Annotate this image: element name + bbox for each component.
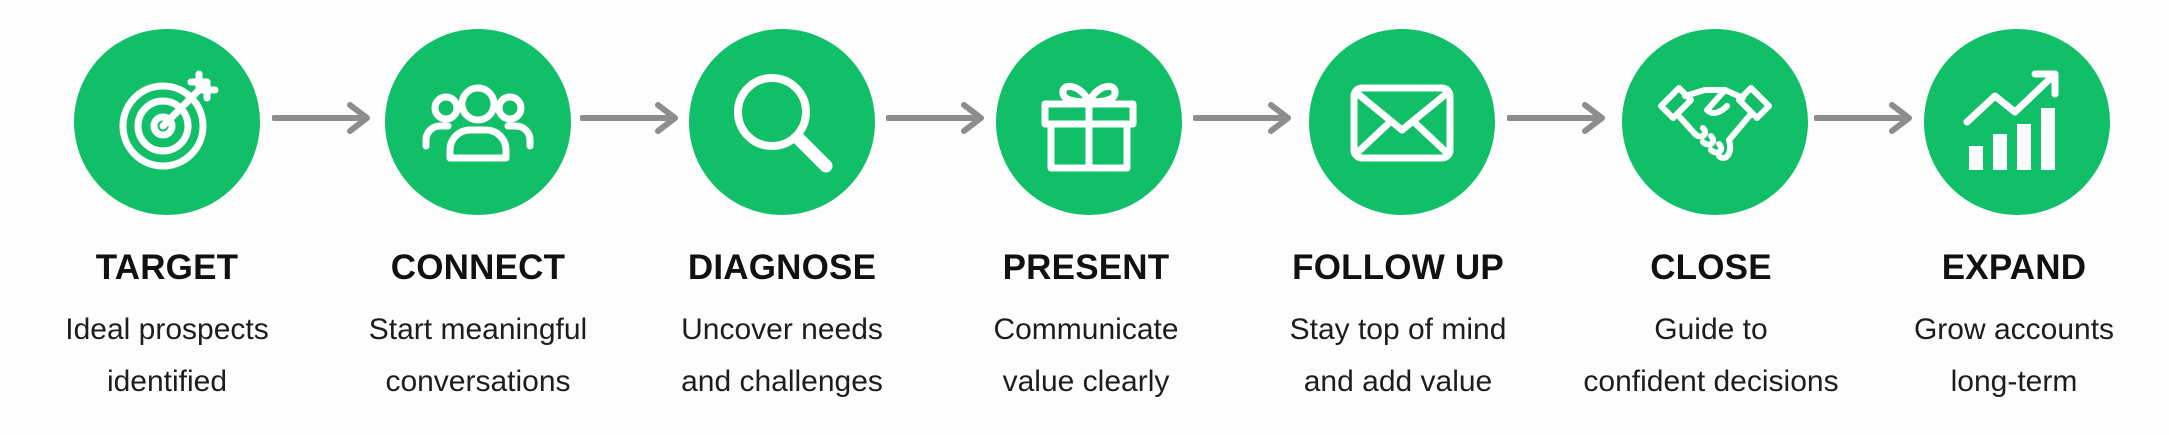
step-circle xyxy=(996,29,1182,215)
step-close: CLOSE Guide to confident decisions xyxy=(1561,0,1861,435)
step-description-line2: value clearly xyxy=(1002,365,1170,398)
people-group-icon xyxy=(422,84,534,162)
step-circle xyxy=(1924,29,2110,215)
step-description-line2: identified xyxy=(106,365,228,398)
step-description-line2: and add value xyxy=(1303,365,1493,398)
step-description-line2: and challenges xyxy=(681,365,883,398)
step-title: FOLLOW UP xyxy=(1292,248,1504,287)
gift-icon xyxy=(1041,83,1137,172)
step-description-line1: Grow accounts xyxy=(1913,313,2115,346)
arrow-icon xyxy=(580,102,678,134)
step-present: PRESENT Communicate value clearly xyxy=(936,0,1236,435)
step-title: EXPAND xyxy=(1941,248,2087,287)
step-description-line1: Communicate xyxy=(993,313,1179,346)
step-follow-up: FOLLOW UP Stay top of mind and add value xyxy=(1248,0,1548,435)
step-description-line1: Stay top of mind xyxy=(1289,313,1507,346)
step-title: PRESENT xyxy=(1002,248,1170,287)
step-description-line1: Start meaningful xyxy=(368,313,588,346)
step-circle xyxy=(1622,29,1808,215)
step-title: CLOSE xyxy=(1650,248,1772,287)
step-target: TARGET Ideal prospects identified xyxy=(17,0,317,435)
step-circle xyxy=(385,29,571,215)
step-description-line1: Uncover needs xyxy=(681,313,883,346)
handshake-icon xyxy=(1658,85,1772,161)
step-circle xyxy=(1309,29,1495,215)
step-circle xyxy=(74,29,260,215)
step-title: DIAGNOSE xyxy=(687,248,877,287)
growth-chart-icon xyxy=(1963,70,2059,170)
step-title: CONNECT xyxy=(390,248,566,287)
arrow-icon xyxy=(1507,102,1605,134)
step-description-line1: Ideal prospects xyxy=(65,313,269,346)
step-connect: CONNECT Start meaningful conversations xyxy=(328,0,628,435)
envelope-icon xyxy=(1350,84,1454,162)
step-description-line1: Guide to xyxy=(1654,313,1768,346)
target-icon xyxy=(119,70,219,170)
step-expand: EXPAND Grow accounts long-term xyxy=(1864,0,2164,435)
step-diagnose: DIAGNOSE Uncover needs and challenges xyxy=(632,0,932,435)
step-description-line2: long-term xyxy=(1950,365,2078,398)
arrow-icon xyxy=(1814,102,1912,134)
step-title: TARGET xyxy=(95,248,239,287)
magnifier-icon xyxy=(734,74,833,173)
step-circle xyxy=(689,29,875,215)
step-description-line2: conversations xyxy=(385,365,571,398)
arrow-icon xyxy=(272,102,370,134)
arrow-icon xyxy=(1193,102,1291,134)
step-description-line2: confident decisions xyxy=(1583,365,1839,398)
arrow-icon xyxy=(886,102,984,134)
